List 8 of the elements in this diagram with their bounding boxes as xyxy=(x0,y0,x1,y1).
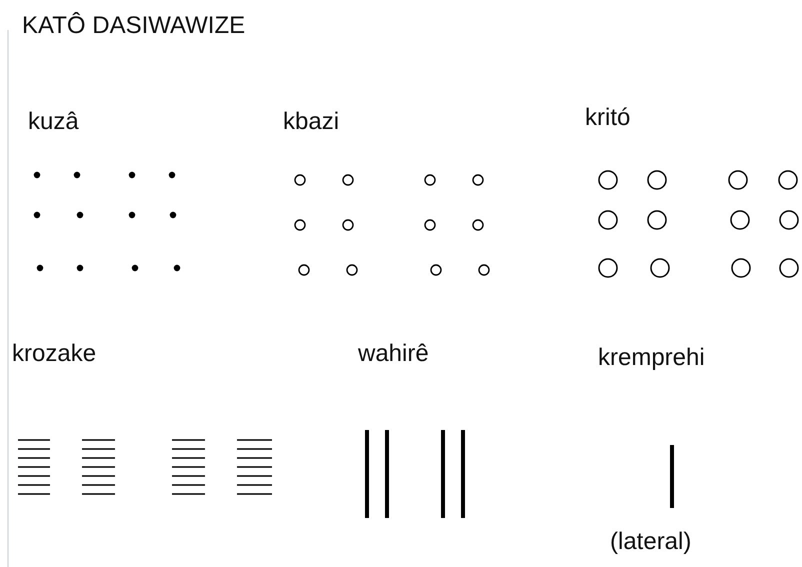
pattern-label: kbazi xyxy=(283,110,340,134)
pattern-label: krozake xyxy=(12,342,96,366)
pattern-label: kuzâ xyxy=(28,110,79,134)
pattern-label: wahirê xyxy=(358,342,429,366)
pattern-label: kritó xyxy=(585,106,630,130)
pattern-label: kremprehi xyxy=(598,346,705,370)
pattern-label: (lateral) xyxy=(610,530,692,554)
title: KATÔ DASIWAWIZE xyxy=(22,14,246,38)
